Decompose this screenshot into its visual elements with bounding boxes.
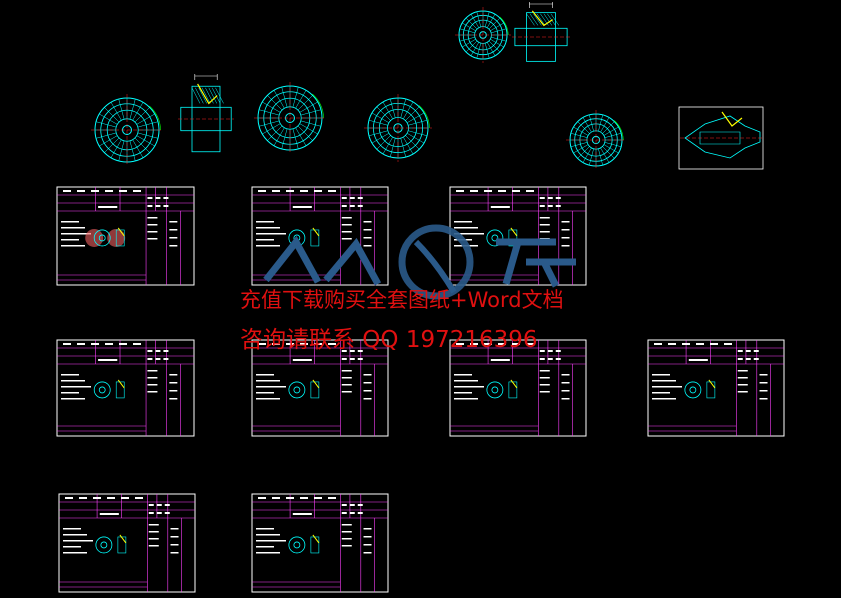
watermark-line-1: 充值下载购买全套图纸+Word文档: [240, 288, 564, 312]
process-card: [251, 186, 389, 286]
site-logo-watermark: [263, 224, 576, 300]
assembly-drawing: [678, 106, 764, 170]
process-card: [251, 493, 389, 593]
watermark-line-2: 咨询请联系 QQ 197216396: [240, 320, 538, 354]
process-card: [251, 339, 389, 437]
section-drawing: [512, 2, 570, 62]
process-card: [58, 493, 196, 593]
watermark-line-2-text: 咨询请联系 QQ 1972163: [240, 327, 509, 353]
gear-drawing: [364, 94, 432, 162]
section-drawing: [178, 74, 234, 153]
process-card: [449, 339, 587, 437]
gear-drawing: [254, 82, 326, 154]
gear-drawing: [455, 7, 511, 63]
process-card: [56, 186, 195, 286]
process-card: [56, 339, 195, 437]
process-card: [647, 339, 785, 437]
gear-drawing: [566, 110, 626, 170]
gear-drawing: [91, 94, 163, 166]
watermark-qq-tail: 96: [508, 327, 538, 353]
